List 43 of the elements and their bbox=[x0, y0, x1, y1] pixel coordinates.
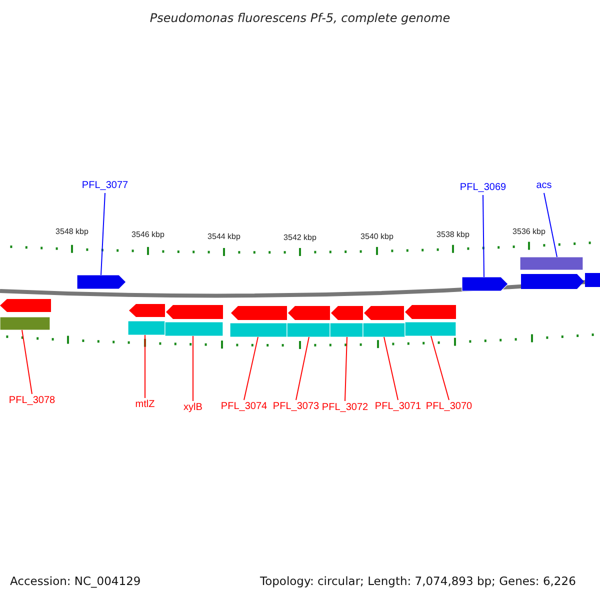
gene-label: PFL_3069 bbox=[460, 181, 506, 195]
scale-label: 3544 kbp bbox=[208, 231, 240, 243]
gene-label: PFL_3070 bbox=[426, 400, 472, 414]
scale-label: 3542 kbp bbox=[284, 232, 316, 244]
gene-feature bbox=[164, 322, 224, 336]
scale-label: 3546 kbp bbox=[132, 229, 164, 241]
leader-line bbox=[344, 336, 348, 402]
scale-label: 3538 kbp bbox=[436, 229, 470, 241]
leader-line bbox=[384, 336, 398, 400]
scale-label: 3536 kbp bbox=[512, 226, 546, 238]
gene-feature bbox=[0, 316, 50, 330]
gene-label: PFL_3078 bbox=[8, 394, 56, 408]
gene-feature bbox=[128, 320, 166, 336]
diagram-title: Pseudomonas fluorescens Pf-5, complete genome bbox=[150, 11, 450, 25]
gene-feature bbox=[362, 322, 406, 338]
gene-feature bbox=[404, 322, 456, 336]
leader-line bbox=[296, 336, 310, 400]
gene-feature bbox=[230, 322, 288, 338]
gene-label: PFL_3077 bbox=[82, 179, 128, 193]
leader-line bbox=[144, 334, 146, 398]
footer-text: Topology: circular; Length: 7,074,893 bp; Genes: 6,226 bbox=[260, 574, 576, 588]
scale-label: 3548 kbp bbox=[56, 226, 88, 238]
gene-label: PFL_3072 bbox=[322, 401, 368, 415]
gene-feature bbox=[520, 256, 584, 270]
gene-label: xylB bbox=[184, 401, 202, 415]
gene-label: PFL_3071 bbox=[374, 400, 422, 414]
gene-label: PFL_3073 bbox=[272, 400, 320, 414]
gene-feature bbox=[330, 322, 364, 338]
gene-label: mtlZ bbox=[135, 398, 155, 412]
footer-text: Accession: NC_004129 bbox=[10, 574, 141, 588]
leader-line bbox=[100, 192, 106, 276]
gene-feature bbox=[462, 276, 508, 292]
gene-feature bbox=[76, 274, 126, 290]
gene-label: PFL_3074 bbox=[220, 400, 268, 414]
leader-line bbox=[544, 192, 558, 258]
leader-line bbox=[430, 336, 450, 400]
leader-line bbox=[192, 336, 194, 402]
gene-feature bbox=[286, 322, 330, 338]
leader-line bbox=[482, 194, 484, 278]
scale-label: 3540 kbp bbox=[360, 231, 394, 243]
gene-label: acs bbox=[536, 179, 552, 193]
leader-line bbox=[244, 336, 258, 400]
leader-line bbox=[22, 330, 32, 394]
